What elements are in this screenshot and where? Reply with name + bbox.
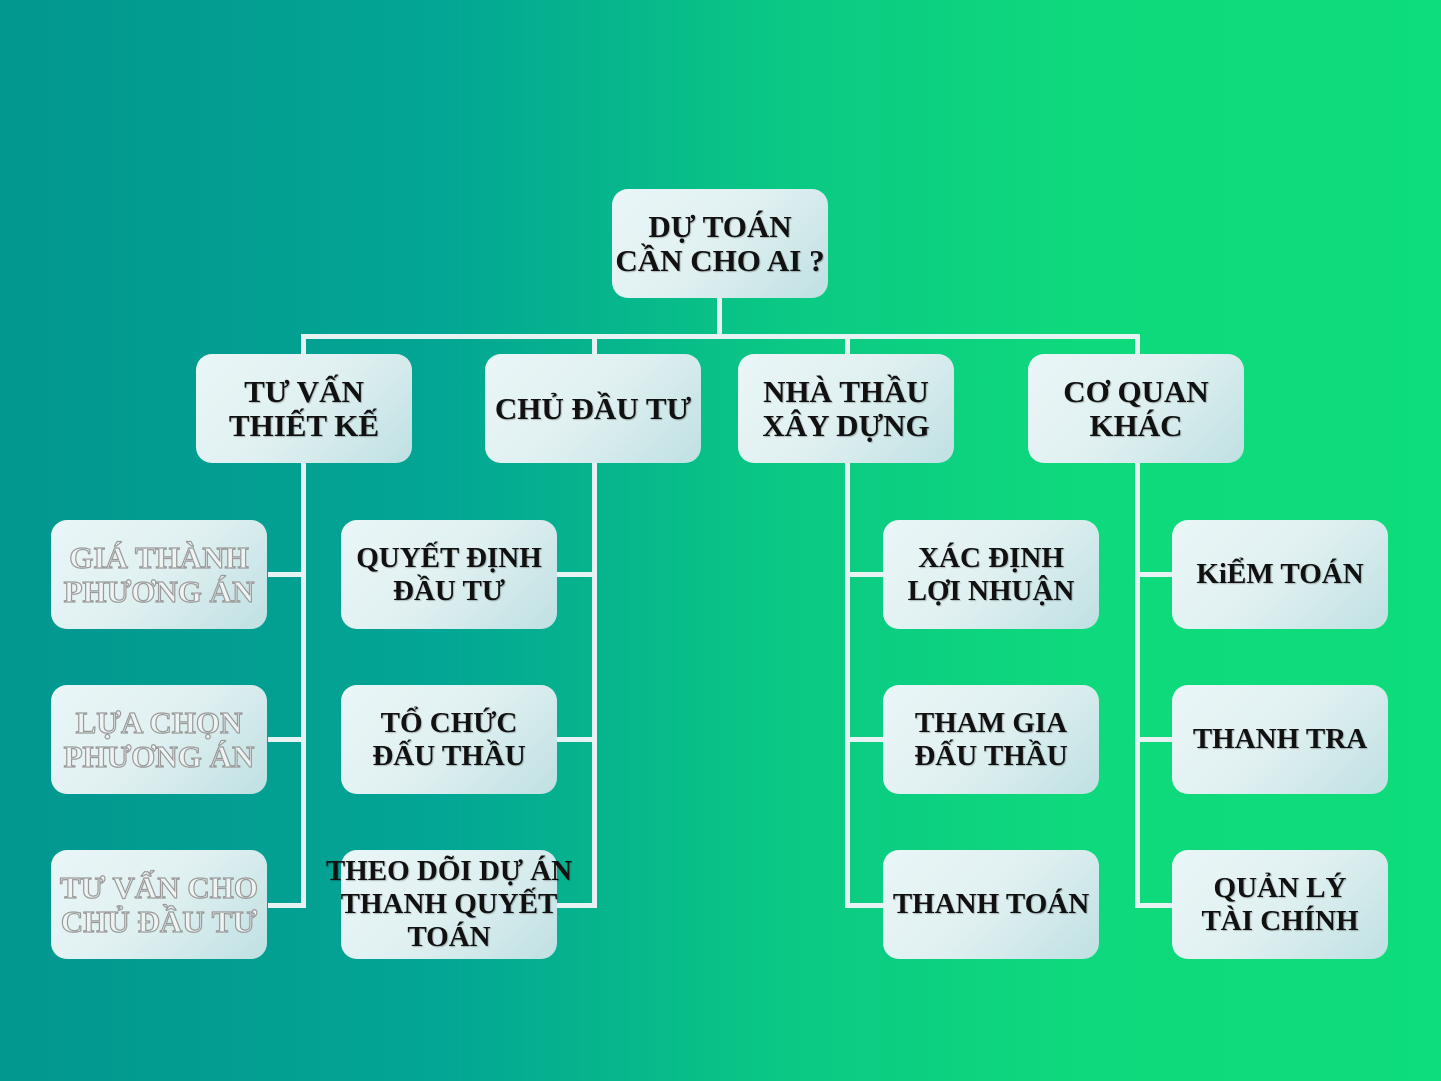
connector bbox=[845, 737, 885, 742]
node-label: QUẢN LÝ TÀI CHÍNH bbox=[1201, 871, 1359, 937]
leaf-xac-dinh: XÁC ĐỊNH LỢI NHUẬN bbox=[883, 520, 1099, 629]
branch-tu-van-thiet-ke: TƯ VẤN THIẾT KẾ bbox=[196, 354, 412, 463]
leaf-kiem-toan: KiỂM TOÁN bbox=[1172, 520, 1388, 629]
connector bbox=[301, 334, 1140, 339]
connector bbox=[301, 334, 306, 356]
connector bbox=[557, 572, 597, 577]
connector bbox=[1135, 903, 1174, 908]
node-label: QUYẾT ĐỊNH ĐẦU TƯ bbox=[356, 541, 542, 607]
leaf-theo-doi: THEO DÕI DỰ ÁN THANH QUYẾT TOÁN bbox=[326, 850, 572, 959]
connector bbox=[268, 737, 306, 742]
node-label: TỔ CHỨC ĐẤU THẦU bbox=[372, 706, 526, 772]
root-node: DỰ TOÁN CẦN CHO AI ? bbox=[612, 189, 828, 298]
node-label: GIÁ THÀNH PHƯƠNG ÁN bbox=[63, 539, 255, 609]
connector bbox=[268, 572, 306, 577]
node-label: XÁC ĐỊNH LỢI NHUẬN bbox=[907, 541, 1075, 607]
leaf-thanh-toan: THANH TOÁN bbox=[883, 850, 1099, 959]
connector bbox=[717, 298, 722, 338]
connector bbox=[557, 903, 597, 908]
connector bbox=[1135, 572, 1174, 577]
leaf-to-chuc: TỔ CHỨC ĐẤU THẦU bbox=[341, 685, 557, 794]
connector bbox=[845, 903, 885, 908]
branch-nha-thau: NHÀ THẦU XÂY DỰNG bbox=[738, 354, 954, 463]
node-label: THANH TOÁN bbox=[892, 888, 1090, 920]
node-label: DỰ TOÁN CẦN CHO AI ? bbox=[615, 208, 825, 278]
connector bbox=[845, 572, 885, 577]
branch-co-quan-khac: CƠ QUAN KHÁC bbox=[1028, 354, 1244, 463]
connector bbox=[845, 334, 850, 356]
connector bbox=[845, 463, 850, 908]
connector bbox=[301, 463, 306, 908]
node-label: TƯ VẤN THIẾT KẾ bbox=[228, 373, 380, 443]
connector bbox=[592, 463, 597, 908]
connector bbox=[557, 737, 597, 742]
connector bbox=[268, 903, 306, 908]
node-label: CƠ QUAN KHÁC bbox=[1063, 373, 1209, 443]
leaf-lua-chon: LỰA CHỌN PHƯƠNG ÁN bbox=[51, 685, 267, 794]
leaf-quan-ly: QUẢN LÝ TÀI CHÍNH bbox=[1172, 850, 1388, 959]
node-label: CHỦ ĐẦU TƯ bbox=[494, 390, 692, 426]
node-label: NHÀ THẦU XÂY DỰNG bbox=[762, 373, 930, 443]
leaf-gia-thanh: GIÁ THÀNH PHƯƠNG ÁN bbox=[51, 520, 267, 629]
connector bbox=[1135, 737, 1174, 742]
connector bbox=[1135, 334, 1140, 356]
leaf-tu-van-cho-cdt: TƯ VẤN CHO CHỦ ĐẦU TƯ bbox=[51, 850, 267, 959]
node-label: THANH TRA bbox=[1192, 723, 1368, 755]
leaf-tham-gia: THAM GIA ĐẤU THẦU bbox=[883, 685, 1099, 794]
node-label: TƯ VẤN CHO CHỦ ĐẦU TƯ bbox=[59, 869, 259, 939]
node-label: KiỂM TOÁN bbox=[1196, 558, 1364, 590]
leaf-thanh-tra: THANH TRA bbox=[1172, 685, 1388, 794]
connector bbox=[592, 334, 597, 356]
node-label: LỰA CHỌN PHƯƠNG ÁN bbox=[63, 704, 255, 774]
node-label: THAM GIA ĐẤU THẦU bbox=[914, 706, 1068, 772]
branch-chu-dau-tu: CHỦ ĐẦU TƯ bbox=[485, 354, 701, 463]
leaf-quyet-dinh: QUYẾT ĐỊNH ĐẦU TƯ bbox=[341, 520, 557, 629]
node-label: THEO DÕI DỰ ÁN THANH QUYẾT TOÁN bbox=[325, 855, 573, 953]
connector bbox=[1135, 463, 1140, 908]
